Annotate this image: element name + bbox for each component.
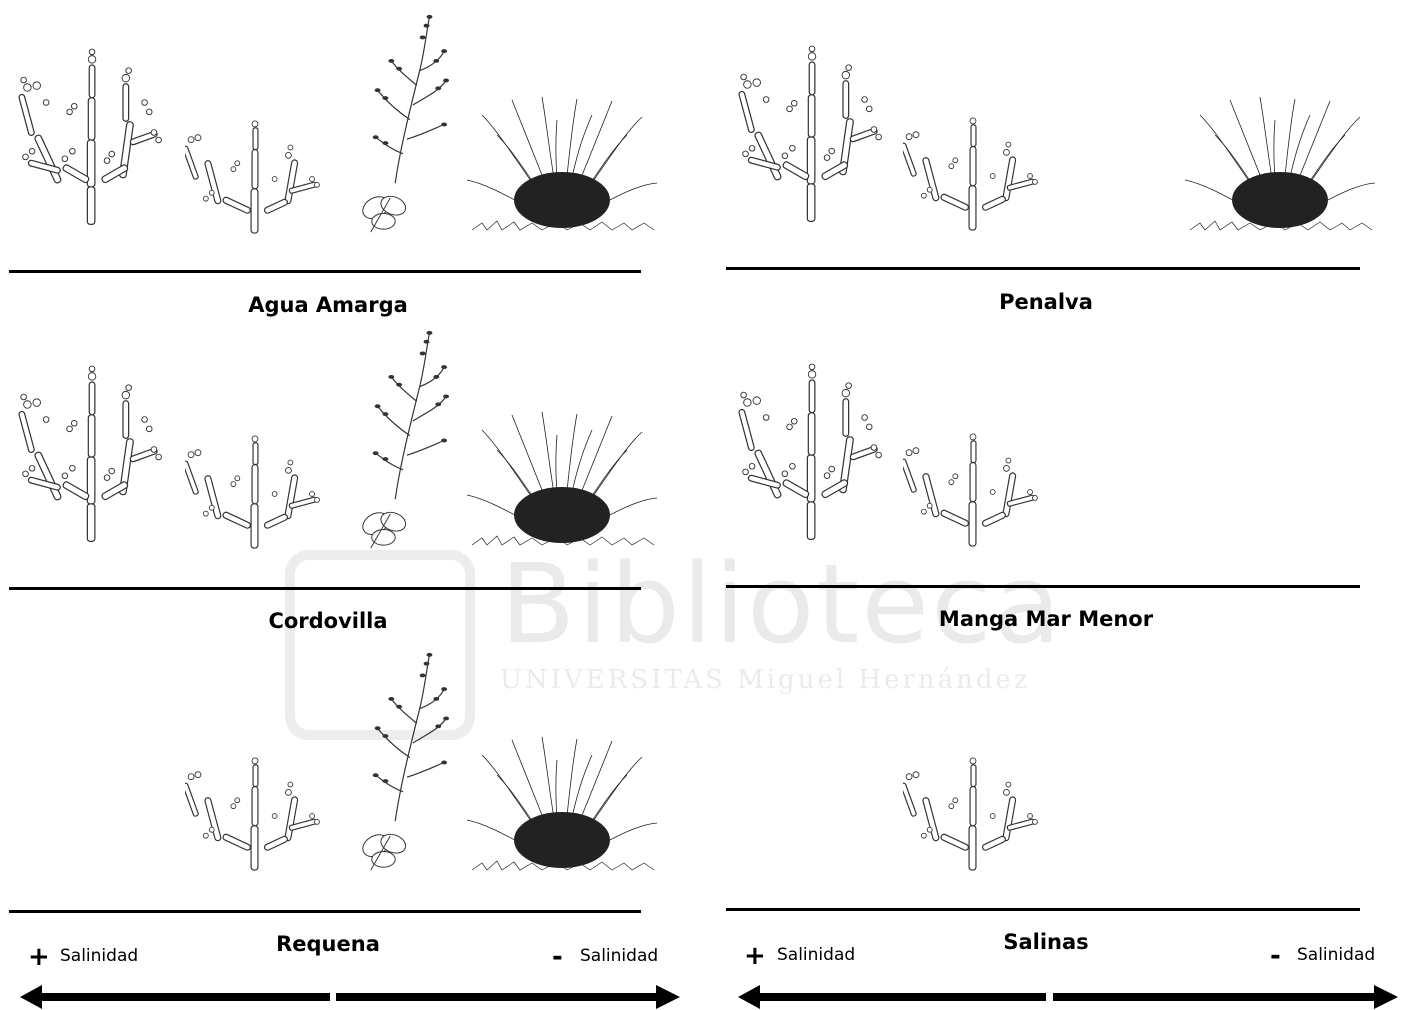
succulent-large-plant-icon bbox=[738, 360, 888, 550]
limonium-plant-icon bbox=[355, 650, 455, 875]
minus-sign: - bbox=[1270, 943, 1281, 969]
left-arrow-icon bbox=[738, 984, 1046, 1010]
site-label-agua-amarga: Agua Amarga bbox=[78, 293, 578, 317]
right-arrow-icon bbox=[1053, 984, 1398, 1010]
limonium-plant-icon bbox=[355, 12, 455, 237]
baseline-salinas bbox=[726, 908, 1360, 911]
succulent-small-plant-icon bbox=[185, 120, 325, 238]
limonium-plant-icon bbox=[355, 328, 455, 553]
succulent-large-plant-icon bbox=[18, 45, 168, 235]
salinity-label-low: Salinidad bbox=[580, 946, 658, 966]
succulent-small-plant-icon bbox=[185, 435, 325, 553]
juncus-plant-icon bbox=[462, 735, 662, 875]
left-arrow-icon bbox=[20, 984, 330, 1010]
succulent-small-plant-icon bbox=[903, 757, 1043, 875]
site-label-penalva: Penalva bbox=[796, 290, 1296, 314]
site-label-manga-mar-menor: Manga Mar Menor bbox=[796, 607, 1296, 631]
juncus-plant-icon bbox=[1180, 95, 1380, 235]
watermark-subtitle: UNIVERSITAS Miguel Hernández bbox=[500, 665, 1031, 695]
plus-sign: + bbox=[744, 943, 766, 969]
baseline-penalva bbox=[726, 267, 1360, 270]
site-label-cordovilla: Cordovilla bbox=[78, 609, 578, 633]
site-label-salinas: Salinas bbox=[796, 930, 1296, 954]
baseline-manga-mar-menor bbox=[726, 585, 1360, 588]
salinity-label-high: Salinidad bbox=[60, 946, 138, 966]
watermark-title: Biblioteca bbox=[500, 540, 1063, 668]
baseline-agua-amarga bbox=[9, 270, 641, 273]
site-label-requena: Requena bbox=[78, 932, 578, 956]
juncus-plant-icon bbox=[462, 95, 662, 235]
baseline-cordovilla bbox=[9, 587, 641, 590]
baseline-requena bbox=[9, 910, 641, 913]
plus-sign: + bbox=[28, 944, 50, 970]
minus-sign: - bbox=[552, 944, 563, 970]
right-arrow-icon bbox=[336, 984, 680, 1010]
salinity-label-low: Salinidad bbox=[1297, 945, 1375, 965]
succulent-large-plant-icon bbox=[18, 362, 168, 552]
succulent-large-plant-icon bbox=[738, 42, 888, 232]
succulent-small-plant-icon bbox=[185, 757, 325, 875]
salinity-label-high: Salinidad bbox=[777, 945, 855, 965]
succulent-small-plant-icon bbox=[903, 433, 1043, 551]
juncus-plant-icon bbox=[462, 410, 662, 550]
succulent-small-plant-icon bbox=[903, 117, 1043, 235]
